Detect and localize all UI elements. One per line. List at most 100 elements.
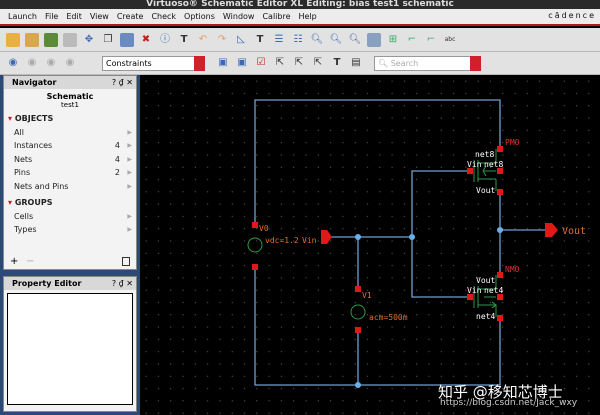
zoom-area-icon[interactable] [367,32,381,47]
v0-source-symbol[interactable] [247,237,263,253]
pin-square[interactable] [497,146,503,152]
delete-icon[interactable]: ✖ [141,33,151,45]
menu-create[interactable]: Create [116,12,144,21]
net-label: net8 [484,160,503,169]
pmos-symbol[interactable] [473,149,497,191]
info-icon[interactable]: ⓘ [160,33,170,45]
select-instance-icon[interactable]: ⇱ [275,57,285,68]
net-label-icon[interactable]: abc [444,35,456,43]
copy-icon[interactable]: ❐ [103,33,113,45]
pin-square[interactable] [497,315,503,321]
junction-dot [355,234,361,240]
wire-gates[interactable] [411,170,470,298]
search-dropdown-icon[interactable] [470,55,481,71]
wire-gnd[interactable] [254,267,501,386]
v1-source-symbol[interactable] [350,304,366,320]
new-icon[interactable] [6,32,20,47]
search-input[interactable]: 🔍︎ Search [374,55,481,71]
forward-icon[interactable]: ◉ [27,57,37,68]
top-icon[interactable]: ◉ [65,57,75,68]
wire-vdd[interactable] [254,99,501,225]
pin-square[interactable] [467,168,473,174]
pin-square[interactable] [252,264,258,270]
objects-label: OBJECTS [14,114,54,123]
label-icon[interactable]: T [256,33,264,45]
split-view-icon[interactable] [122,257,130,266]
schematic-canvas[interactable]: V0 vdc=1.2 Vin V1 acm=500m PM0 NM0 Vout … [140,75,600,415]
property-list[interactable] [7,293,133,405]
text-icon[interactable]: T [180,33,188,45]
constraints-select[interactable]: Constraints [102,55,205,71]
item-label: Types [14,225,37,234]
menu-help[interactable]: Help [298,12,317,21]
vout-pin-icon[interactable] [545,223,558,237]
save-icon[interactable] [63,32,77,47]
junction-dot [409,234,415,240]
select-label-icon[interactable]: T [333,57,341,68]
remove-button[interactable]: − [26,256,35,267]
nav-item-types[interactable]: Types▶ [4,223,136,237]
navigator-header: Navigator? ₫ ✕ [4,76,136,89]
nm0-name: NM0 [505,265,520,274]
objects-header[interactable]: ▾ OBJECTS [8,114,54,123]
menu-check[interactable]: Check [151,12,177,21]
distribute-icon[interactable]: ☷ [293,33,303,45]
save-check-icon[interactable] [44,32,58,47]
pin-square[interactable] [355,327,361,333]
v0-param: vdc=1.2 [265,236,299,245]
pin-square[interactable] [497,294,503,300]
pin-square[interactable] [355,286,361,292]
nmos-symbol[interactable] [473,275,497,317]
wire-icon[interactable]: ⌐ [407,33,417,45]
chevron-down-icon[interactable] [194,55,205,71]
add-instance-icon[interactable]: ⊞ [388,33,398,45]
undo-icon[interactable]: ↶ [198,33,208,45]
back-icon[interactable]: ◉ [8,57,18,68]
menu-edit[interactable]: Edit [66,12,82,21]
stretch-icon[interactable] [120,32,134,47]
pin-square[interactable] [467,294,473,300]
nav-item-all[interactable]: All▶ [4,126,136,140]
menu-window[interactable]: Window [222,12,255,21]
menu-options[interactable]: Options [184,12,215,21]
pin-square[interactable] [252,222,258,228]
groups-header[interactable]: ▾ GROUPS [8,198,53,207]
menu-file[interactable]: File [44,12,59,21]
pin-square[interactable] [497,168,503,174]
up-icon[interactable]: ◉ [46,57,56,68]
add-button[interactable]: + [10,256,19,267]
zoom-out-icon[interactable]: 🔍︎ [329,33,343,45]
menu-calibre[interactable]: Calibre [262,12,291,21]
item-label: Cells [14,211,34,221]
menu-launch[interactable]: Launch [8,12,37,21]
select-net-icon[interactable]: ⇱ [294,57,304,68]
constraint-delete-icon[interactable]: ▣ [237,57,247,68]
move-icon[interactable]: ✥ [84,33,94,45]
zoom-fit-icon[interactable]: 🔍︎ [348,33,362,45]
nav-item-cells[interactable]: Cells▶ [4,210,136,224]
vin-pin-icon[interactable] [321,230,332,244]
select-filter-icon[interactable]: ▤ [351,57,361,68]
pin-square[interactable] [497,189,503,195]
panel-buttons[interactable]: ? ₫ ✕ [111,78,133,87]
menu-view[interactable]: View [89,12,109,21]
nav-item-nets-and-pins[interactable]: Nets and Pins▶ [4,180,136,194]
redo-icon[interactable]: ↷ [217,33,227,45]
constraint-manager-icon[interactable]: ▣ [218,57,228,68]
panel-buttons[interactable]: ? ₫ ✕ [111,279,133,288]
item-count: 4 [114,154,120,164]
ruler-icon[interactable]: ◺ [237,33,245,45]
select-pin-icon[interactable]: ⇱ [313,57,323,68]
align-icon[interactable]: ☰ [274,33,284,45]
pin-square[interactable] [497,272,503,278]
main-toolbar: ✥ ❐ ✖ ⓘ T ↶ ↷ ◺ T ☰ ☷ 🔍︎ 🔍︎ 🔍︎ ⊞ ⌐ ⌐ abc [0,28,600,52]
wire-wide-icon[interactable]: ⌐ [426,33,436,45]
select-all-icon[interactable]: ☑ [256,57,266,68]
net-label: Vout [476,186,495,195]
open-icon[interactable] [25,32,39,47]
zoom-in-icon[interactable]: 🔍︎ [310,33,324,45]
item-count: 4 [114,141,120,150]
